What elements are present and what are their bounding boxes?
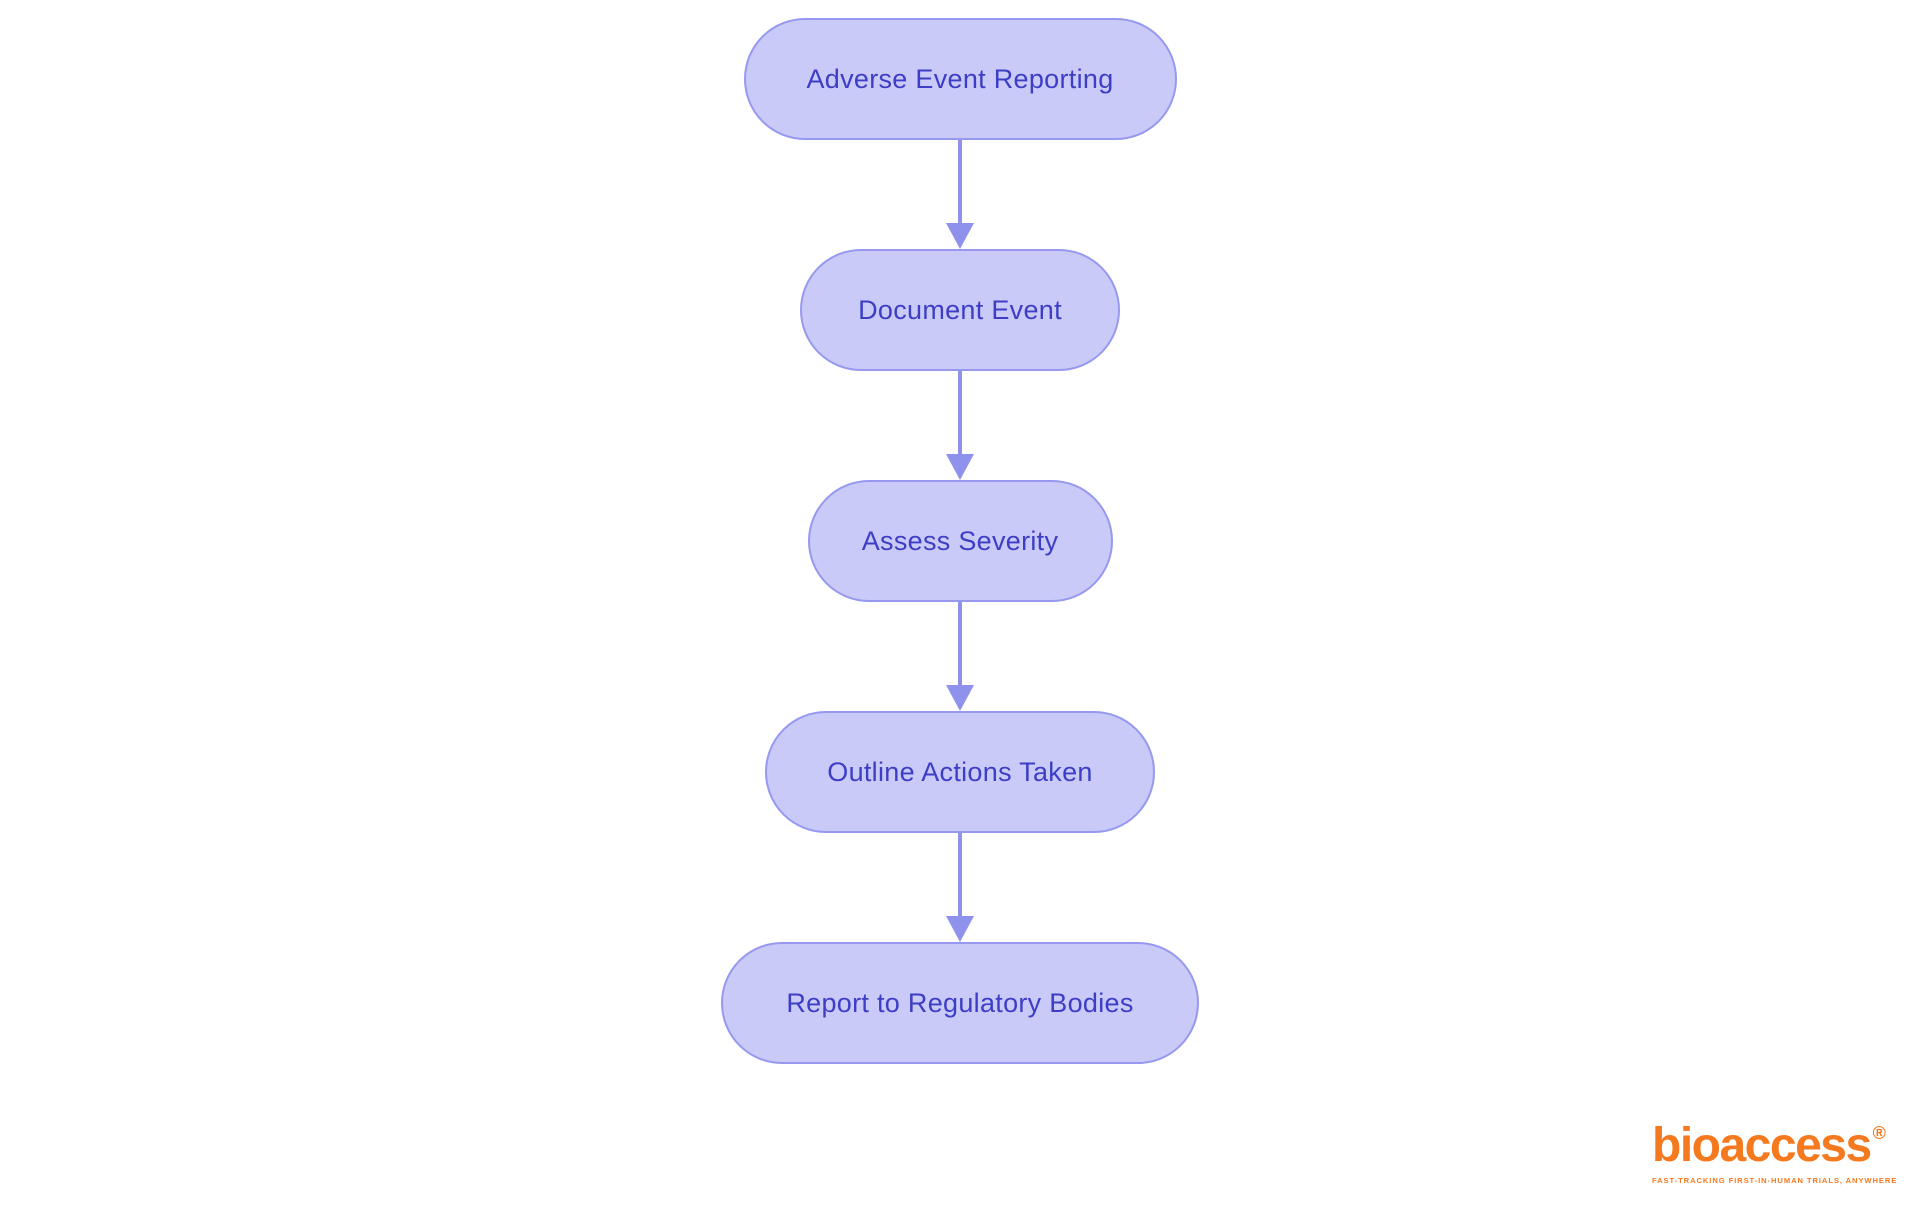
flow-node-document-event: Document Event	[800, 249, 1120, 371]
arrow-head-icon	[946, 685, 974, 711]
arrow-line	[958, 602, 962, 686]
flow-node-label: Adverse Event Reporting	[806, 63, 1114, 94]
flow-arrow-2	[946, 371, 974, 480]
flow-node-label: Report to Regulatory Bodies	[786, 987, 1134, 1018]
arrow-head-icon	[946, 916, 974, 942]
arrow-head-icon	[946, 454, 974, 480]
flow-node-label: Outline Actions Taken	[827, 756, 1093, 787]
flow-arrow-1	[946, 140, 974, 249]
bioaccess-logo-wordmark: bioaccess®	[1652, 1119, 1886, 1172]
flowchart: Adverse Event Reporting Document Event A…	[721, 18, 1199, 1064]
arrow-line	[958, 833, 962, 917]
bioaccess-logo: bioaccess® FAST-TRACKING FIRST-IN-HUMAN …	[1652, 1119, 1898, 1186]
flow-arrow-4	[946, 833, 974, 942]
flow-arrow-3	[946, 602, 974, 711]
registered-trademark-symbol: ®	[1872, 1123, 1886, 1143]
flow-node-adverse-event-reporting: Adverse Event Reporting	[743, 18, 1177, 140]
arrow-line	[958, 371, 962, 455]
arrow-head-icon	[946, 223, 974, 249]
bioaccess-logo-tagline: FAST-TRACKING FIRST-IN-HUMAN TRIALS, ANY…	[1652, 1176, 1898, 1185]
flow-node-assess-severity: Assess Severity	[807, 480, 1113, 602]
flow-node-label: Assess Severity	[861, 525, 1059, 556]
flow-node-outline-actions-taken: Outline Actions Taken	[765, 711, 1155, 833]
arrow-line	[958, 140, 962, 224]
flow-node-label: Document Event	[858, 294, 1062, 325]
flow-node-report-to-regulatory-bodies: Report to Regulatory Bodies	[721, 942, 1199, 1064]
